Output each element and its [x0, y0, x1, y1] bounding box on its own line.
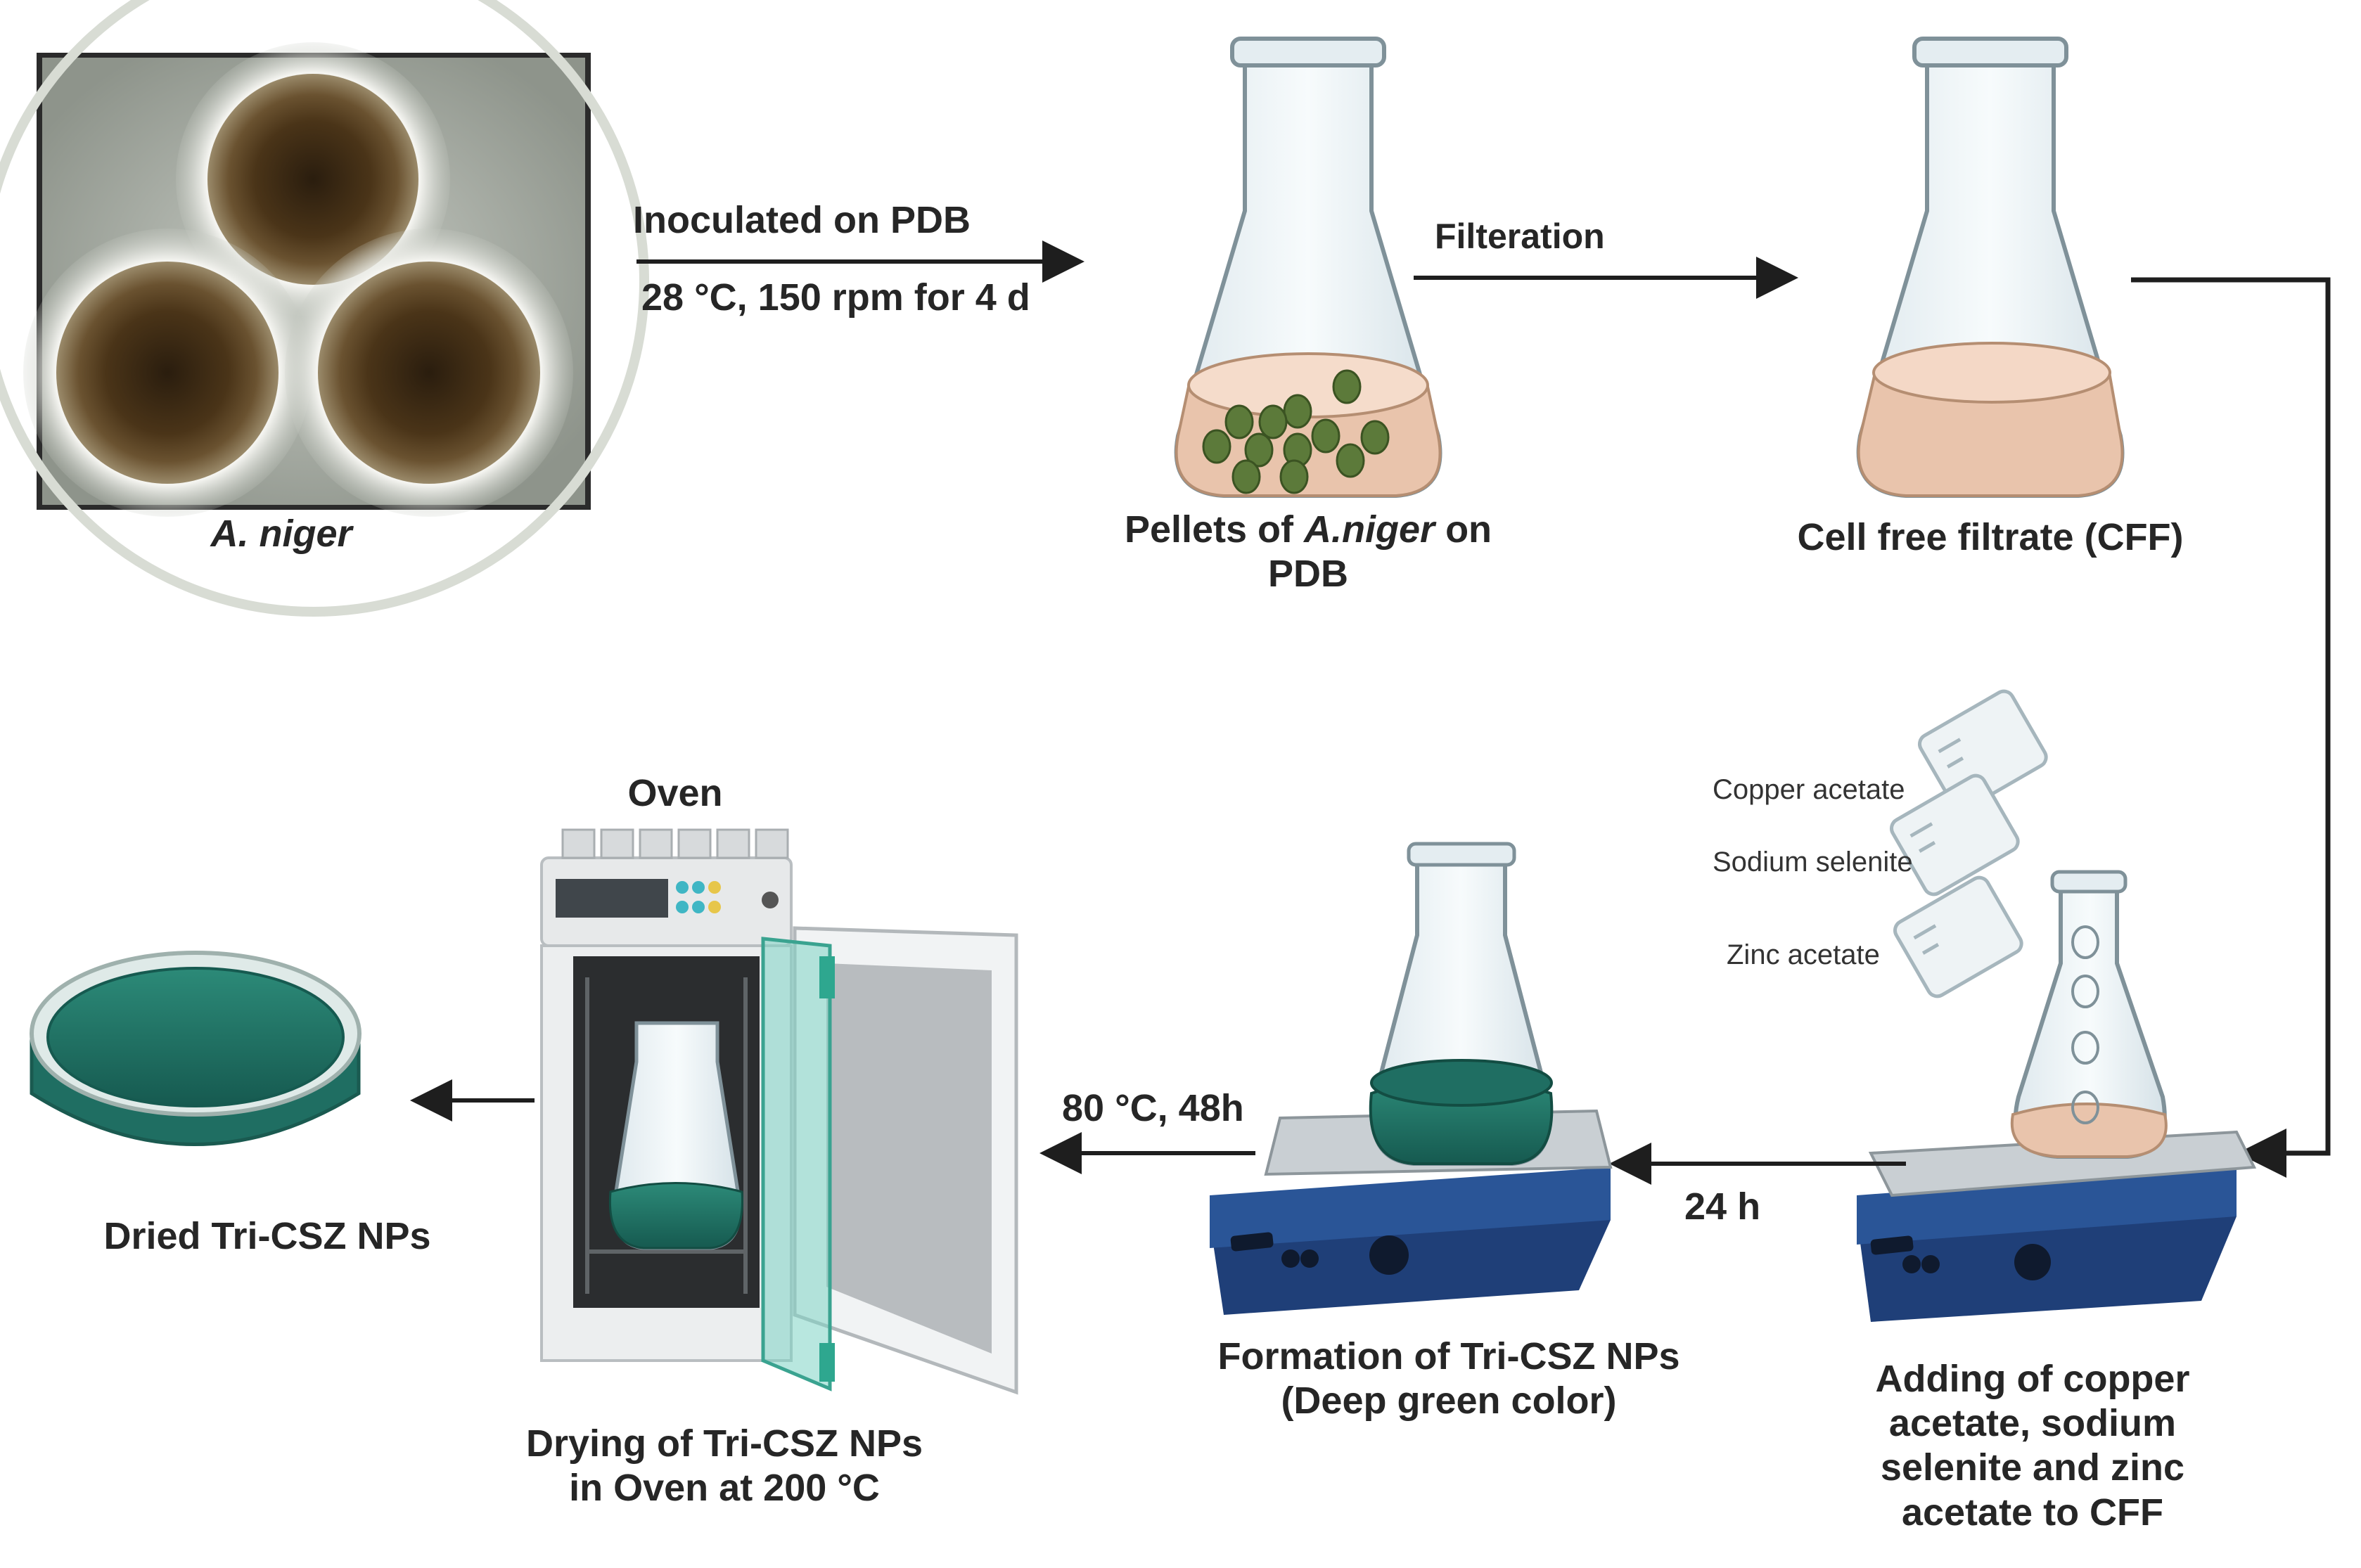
- hotplate-stirrer-mixing: [1857, 870, 2257, 1322]
- label-formation: Formation of Tri-CSZ NPs (Deep green col…: [1167, 1335, 1730, 1423]
- label-inoculated: Inoculated on PDB: [633, 199, 971, 241]
- label-drying-line1: Drying of Tri-CSZ NPs: [525, 1422, 923, 1465]
- oven: [540, 828, 1018, 1395]
- label-pellets-pre: Pellets of: [1124, 508, 1305, 551]
- flask-pellets: [1174, 37, 1442, 498]
- label-drying: Drying of Tri-CSZ NPs in Oven at 200 °C: [464, 1422, 985, 1510]
- label-adding-line3: selenite and zinc: [1880, 1446, 2185, 1489]
- label-pellets: Pellets of A.niger on PDB: [1069, 508, 1547, 596]
- aniger-plate-photo: [0, 0, 649, 617]
- label-adding-line2: acetate, sodium: [1888, 1402, 2177, 1445]
- label-80c-48h: 80 °C, 48h: [1062, 1087, 1244, 1129]
- reagent-beakers: [1890, 689, 2048, 998]
- label-dried: Dried Tri-CSZ NPs: [103, 1215, 431, 1257]
- label-copper-acetate: Copper acetate: [1713, 774, 1905, 805]
- flask-cff: [1856, 37, 2125, 498]
- label-24h: 24 h: [1684, 1185, 1761, 1228]
- label-oven-title: Oven: [627, 772, 723, 814]
- label-filteration: Filteration: [1435, 217, 1605, 256]
- label-formation-line2: (Deep green color): [1281, 1380, 1617, 1422]
- label-conditions: 28 °C, 150 rpm for 4 d: [641, 276, 1030, 319]
- label-adding: Adding of copper acetate, sodium selenit…: [1807, 1357, 2258, 1535]
- arrow-cff-to-mixing: [2131, 277, 2331, 1178]
- label-pellets-line2: PDB: [1267, 553, 1348, 596]
- hotplate-stirrer-formation: [1210, 842, 1613, 1315]
- label-pellets-species: A.niger: [1304, 508, 1435, 551]
- label-pellets-post: on: [1435, 508, 1492, 551]
- label-formation-line1: Formation of Tri-CSZ NPs: [1217, 1335, 1680, 1377]
- label-adding-line1: Adding of copper: [1875, 1358, 2190, 1400]
- label-sodium-selenite: Sodium selenite: [1713, 847, 1913, 878]
- label-cff: Cell free filtrate (CFF): [1797, 516, 2184, 558]
- label-drying-line2: in Oven at 200 °C: [569, 1467, 880, 1510]
- label-adding-line4: acetate to CFF: [1901, 1491, 2164, 1534]
- dried-petri-dish: [30, 951, 361, 1146]
- label-aniger: A. niger: [210, 513, 352, 555]
- label-zinc-acetate: Zinc acetate: [1727, 939, 1880, 970]
